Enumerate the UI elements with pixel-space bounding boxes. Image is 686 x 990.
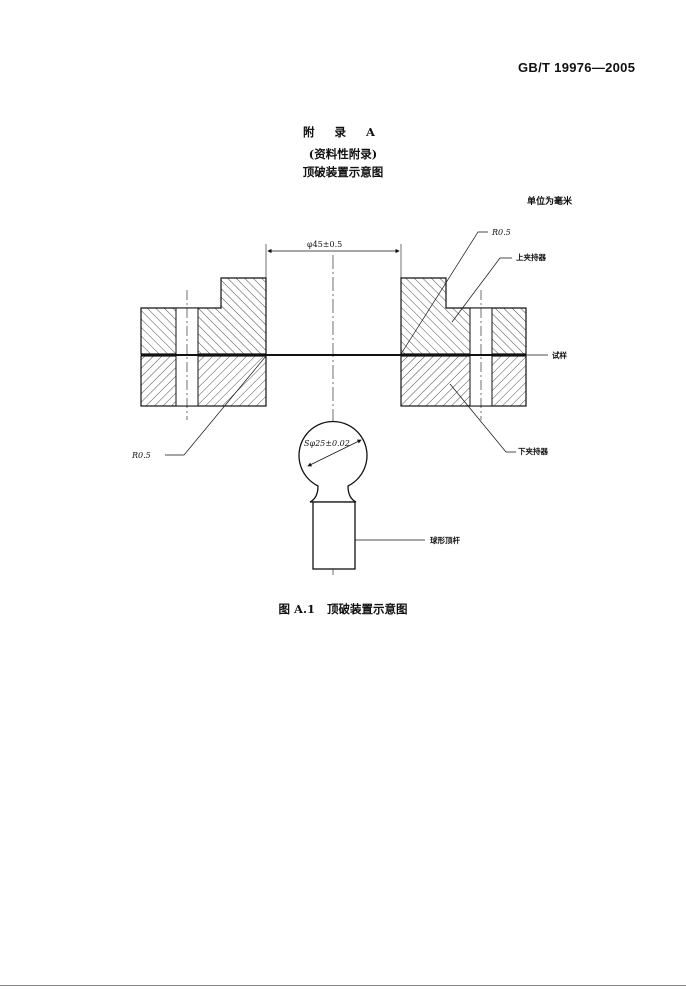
ball-dimension-label: Sφ25±0.02 bbox=[304, 439, 350, 448]
bolt-hole-right bbox=[469, 290, 493, 420]
radius-top-leader bbox=[400, 231, 488, 355]
lower-clamp-right bbox=[400, 355, 527, 407]
appendix-title: 附 录 A bbox=[303, 125, 383, 139]
ball-rod bbox=[312, 501, 356, 570]
radius-top-label: R0.5 bbox=[491, 228, 511, 237]
figure-number: 图 A.1 bbox=[278, 602, 315, 616]
bolt-hole-left bbox=[175, 290, 199, 420]
upper-clamp-label: 上夹持器 bbox=[516, 252, 546, 262]
footer-rule bbox=[0, 985, 686, 986]
ball-head bbox=[298, 420, 368, 503]
radius-left-leader bbox=[165, 355, 267, 456]
figure-caption: 图 A.1 顶破装置示意图 bbox=[0, 601, 686, 617]
appendix-subtitle: (资料性附录) bbox=[308, 147, 378, 161]
ball-rod-label: 球形顶杆 bbox=[430, 535, 460, 545]
lower-clamp-leader bbox=[449, 383, 516, 453]
unit-note: 单位为毫米 bbox=[527, 197, 573, 207]
lower-clamp-label: 下夹持器 bbox=[518, 446, 548, 456]
figure-title: 顶破装置示意图 bbox=[326, 602, 408, 616]
appendix-name: 顶破装置示意图 bbox=[302, 165, 384, 179]
specimen-label: 试样 bbox=[552, 350, 567, 360]
standard-code: GB/T 19976—2005 bbox=[518, 60, 636, 75]
lower-clamp-left bbox=[140, 355, 267, 407]
radius-left-label: R0.5 bbox=[131, 451, 151, 460]
upper-clamp-right bbox=[400, 277, 527, 355]
bore-dimension bbox=[265, 244, 402, 278]
upper-clamp-leader bbox=[451, 257, 512, 323]
upper-clamp-left bbox=[140, 277, 267, 355]
bore-dimension-label: φ45±0.5 bbox=[307, 240, 342, 249]
